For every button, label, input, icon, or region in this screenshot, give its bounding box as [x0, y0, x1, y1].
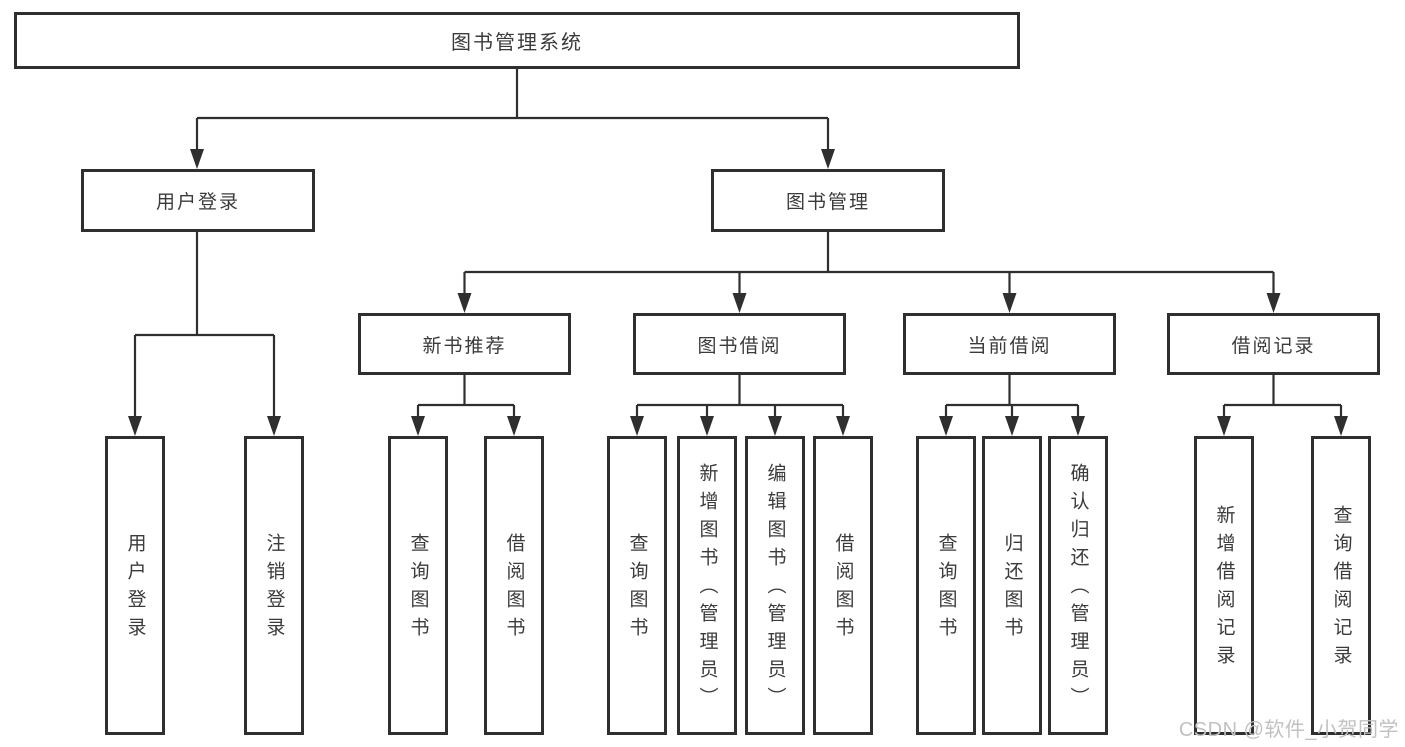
connector-current-borrow-to-leaves	[944, 373, 1080, 420]
leaf-logout-login: 注销登录	[244, 436, 304, 735]
leaf-add-book-admin: 新增图书（管理员）	[677, 436, 737, 735]
connector-user-login-to-leaves	[133, 230, 276, 420]
arrow-down-icon	[768, 416, 782, 436]
node-borrow-records: 借阅记录	[1167, 313, 1380, 375]
arrow-down-icon	[836, 416, 850, 436]
leaf-borrow-books: 借阅图书	[813, 436, 873, 735]
arrowheads-level3	[457, 293, 1281, 313]
arrow-down-icon	[821, 149, 835, 169]
connector-new-book-to-leaves	[416, 373, 516, 420]
arrow-down-icon	[411, 416, 425, 436]
arrowheads-user-login-leaves	[128, 416, 281, 436]
arrow-down-icon	[1334, 416, 1348, 436]
arrow-down-icon	[1002, 293, 1017, 313]
node-book-management: 图书管理	[711, 169, 945, 232]
node-library-management-system: 图书管理系统	[14, 12, 1020, 69]
arrow-down-icon	[267, 416, 281, 436]
node-user-login: 用户登录	[81, 169, 315, 232]
arrow-down-icon	[507, 416, 521, 436]
leaf-query-books-borrow: 查询图书	[607, 436, 667, 735]
leaf-query-borrow-record: 查询借阅记录	[1311, 436, 1371, 735]
arrow-down-icon	[1005, 416, 1019, 436]
leaf-borrow-books-recommend: 借阅图书	[484, 436, 544, 735]
arrow-down-icon	[190, 149, 204, 169]
node-book-borrow: 图书借阅	[633, 313, 846, 375]
leaf-add-borrow-record: 新增借阅记录	[1194, 436, 1254, 735]
connector-borrow-records-to-leaves	[1222, 373, 1343, 420]
leaf-edit-book-admin: 编辑图书（管理员）	[745, 436, 805, 735]
arrow-down-icon	[939, 416, 953, 436]
leaf-query-books-current: 查询图书	[916, 436, 976, 735]
arrow-down-icon	[128, 416, 142, 436]
connector-root-to-level2	[195, 66, 830, 153]
arrow-down-icon	[1266, 293, 1281, 313]
csdn-watermark: CSDN @软件_小贺同学	[1178, 719, 1399, 741]
connector-book-borrow-to-leaves	[635, 373, 845, 420]
leaf-confirm-return-admin: 确认归还（管理员）	[1048, 436, 1108, 735]
arrowheads-level2	[190, 149, 835, 169]
leaf-user-login: 用户登录	[105, 436, 165, 735]
arrow-down-icon	[457, 293, 472, 313]
arrow-down-icon	[732, 293, 747, 313]
node-new-book-recommend: 新书推荐	[358, 313, 571, 375]
arrowheads-bottom-leaves	[411, 416, 1348, 436]
arrow-down-icon	[1071, 416, 1085, 436]
arrow-down-icon	[1217, 416, 1231, 436]
connector-book-mgmt-to-level3	[463, 230, 1275, 297]
arrow-down-icon	[630, 416, 644, 436]
node-current-borrow: 当前借阅	[903, 313, 1116, 375]
leaf-return-books: 归还图书	[982, 436, 1042, 735]
leaf-query-books-recommend: 查询图书	[388, 436, 448, 735]
arrow-down-icon	[700, 416, 714, 436]
